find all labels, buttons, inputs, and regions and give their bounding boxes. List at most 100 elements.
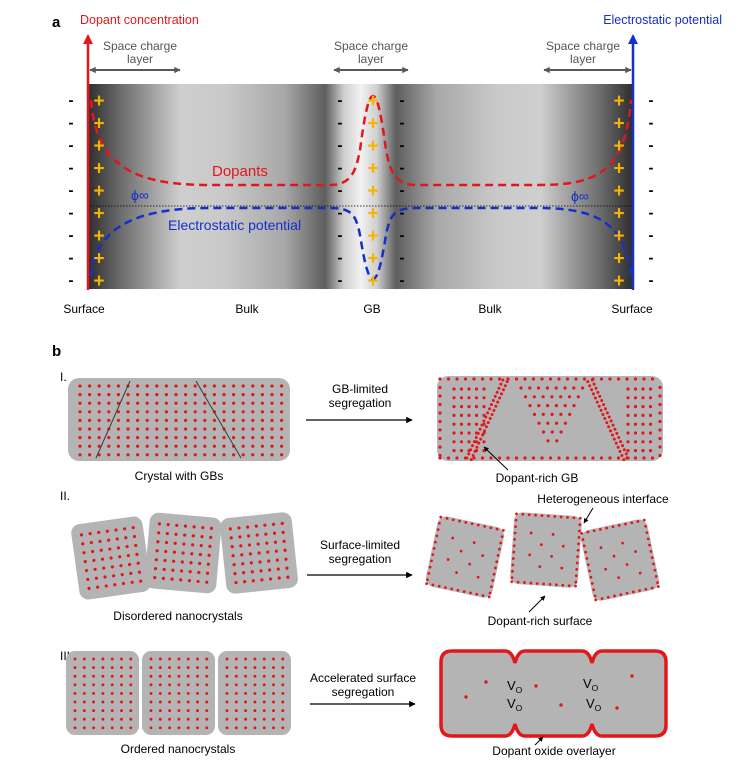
dopant-dot xyxy=(192,525,196,529)
dopant-dot xyxy=(590,388,594,392)
dopant-dot xyxy=(284,557,288,561)
dopant-dot xyxy=(428,565,432,569)
minus-charge: - xyxy=(649,182,654,199)
dopant-dot xyxy=(234,657,238,661)
dopant-dot xyxy=(251,401,255,405)
dopant-dot xyxy=(467,422,471,426)
dopant-dot xyxy=(523,456,527,460)
dopant-dot xyxy=(87,586,91,590)
dopant-dot xyxy=(467,413,471,417)
dopant-dot xyxy=(286,575,290,579)
dopant-dot xyxy=(268,577,273,581)
plus-charge: + xyxy=(367,181,378,202)
dopant-dot xyxy=(183,524,188,528)
dopant-dot xyxy=(601,412,605,416)
oxygen-vacancy-subscript: O xyxy=(592,683,599,693)
row2-interface-pointer xyxy=(583,507,594,524)
dopant-dot xyxy=(110,666,114,670)
dopant-dot xyxy=(127,562,132,567)
dopant-dot xyxy=(574,377,578,381)
dopant-dot xyxy=(253,709,257,713)
dopant-dot xyxy=(642,377,646,381)
dopant-dot xyxy=(155,436,159,440)
dopant-dot xyxy=(232,453,236,457)
dopant-dot xyxy=(168,691,172,695)
dopant-dot xyxy=(467,452,471,456)
dopant-dot xyxy=(186,683,190,687)
dopant-dot xyxy=(281,683,285,687)
dopant-dot xyxy=(622,448,626,452)
dopant-dot xyxy=(581,386,585,390)
dopant-dot xyxy=(557,377,561,381)
dopant-dot xyxy=(546,404,550,408)
dopant-dot xyxy=(205,666,209,670)
dopant-dot xyxy=(82,691,86,695)
dopant-dot xyxy=(459,422,464,426)
dopant-dot xyxy=(438,402,442,407)
dopant-dot xyxy=(578,529,581,533)
dopant-dot xyxy=(491,579,495,582)
nanocrystal-body xyxy=(580,519,660,601)
dopant-dot xyxy=(263,523,267,527)
minus-charge: - xyxy=(338,92,343,109)
dopant-dot xyxy=(654,575,658,578)
dopant-dot xyxy=(73,709,77,713)
dopant-dot xyxy=(644,587,648,591)
dopant-dot xyxy=(120,709,123,713)
dopant-dot xyxy=(658,411,662,415)
dopant-dot xyxy=(554,404,559,408)
dopant-dot xyxy=(548,456,553,460)
dopant-dot xyxy=(88,384,92,388)
dopant-dot xyxy=(582,544,586,548)
dopant-dot xyxy=(107,384,111,388)
dopant-dot xyxy=(633,377,638,381)
dopant-dot xyxy=(116,384,120,388)
row1-gb-line-1 xyxy=(95,380,131,459)
dopant-dot xyxy=(116,427,120,431)
dopant-dot xyxy=(577,536,581,539)
dopant-dot xyxy=(110,691,114,695)
dopant-dot xyxy=(196,700,199,704)
dopant-dot xyxy=(103,575,107,579)
dopant-dot xyxy=(107,410,111,414)
dopant-dot xyxy=(270,418,274,422)
dopant-dot xyxy=(125,545,129,549)
dopant-dot xyxy=(555,439,559,443)
dopant-dot xyxy=(158,691,162,695)
dopant-dot xyxy=(164,453,168,457)
dopant-dot xyxy=(650,377,655,381)
dopant-dot xyxy=(482,396,486,400)
dopant-dot xyxy=(588,384,592,388)
dopant-dot xyxy=(548,582,552,586)
dopant-dot xyxy=(253,691,257,695)
dopant-dot xyxy=(512,550,516,554)
dopant-dot xyxy=(262,709,266,713)
dopant-dot xyxy=(168,700,172,704)
dopant-dot xyxy=(181,551,185,555)
dopant-dot xyxy=(186,726,190,730)
potential-axis-label: Electrostatic potential xyxy=(603,13,722,27)
dopant-dot xyxy=(244,657,248,661)
dopant-dot xyxy=(537,386,541,390)
dopant-dot xyxy=(149,700,153,704)
minus-charge: - xyxy=(338,182,343,199)
dopant-dot xyxy=(241,384,245,388)
dopant-dot xyxy=(581,538,585,542)
dopant-dot xyxy=(431,583,435,587)
dopant-dot xyxy=(196,726,199,730)
dopant-dot xyxy=(548,377,553,381)
dopant-dot xyxy=(174,427,178,431)
dopant-dot xyxy=(479,437,483,441)
dopant-dot xyxy=(621,444,625,448)
dopant-dot xyxy=(186,666,190,670)
dopant-dot xyxy=(600,399,604,403)
dopant-dot xyxy=(234,666,238,670)
dopant-dot xyxy=(244,709,248,713)
dopant-dot xyxy=(155,401,159,405)
dopant-dot xyxy=(280,418,284,422)
dopant-dot xyxy=(237,526,241,530)
dopant-dot xyxy=(107,418,111,422)
dopant-dot xyxy=(88,453,92,457)
dopant-dot xyxy=(179,569,184,573)
dopant-dot xyxy=(120,657,123,661)
